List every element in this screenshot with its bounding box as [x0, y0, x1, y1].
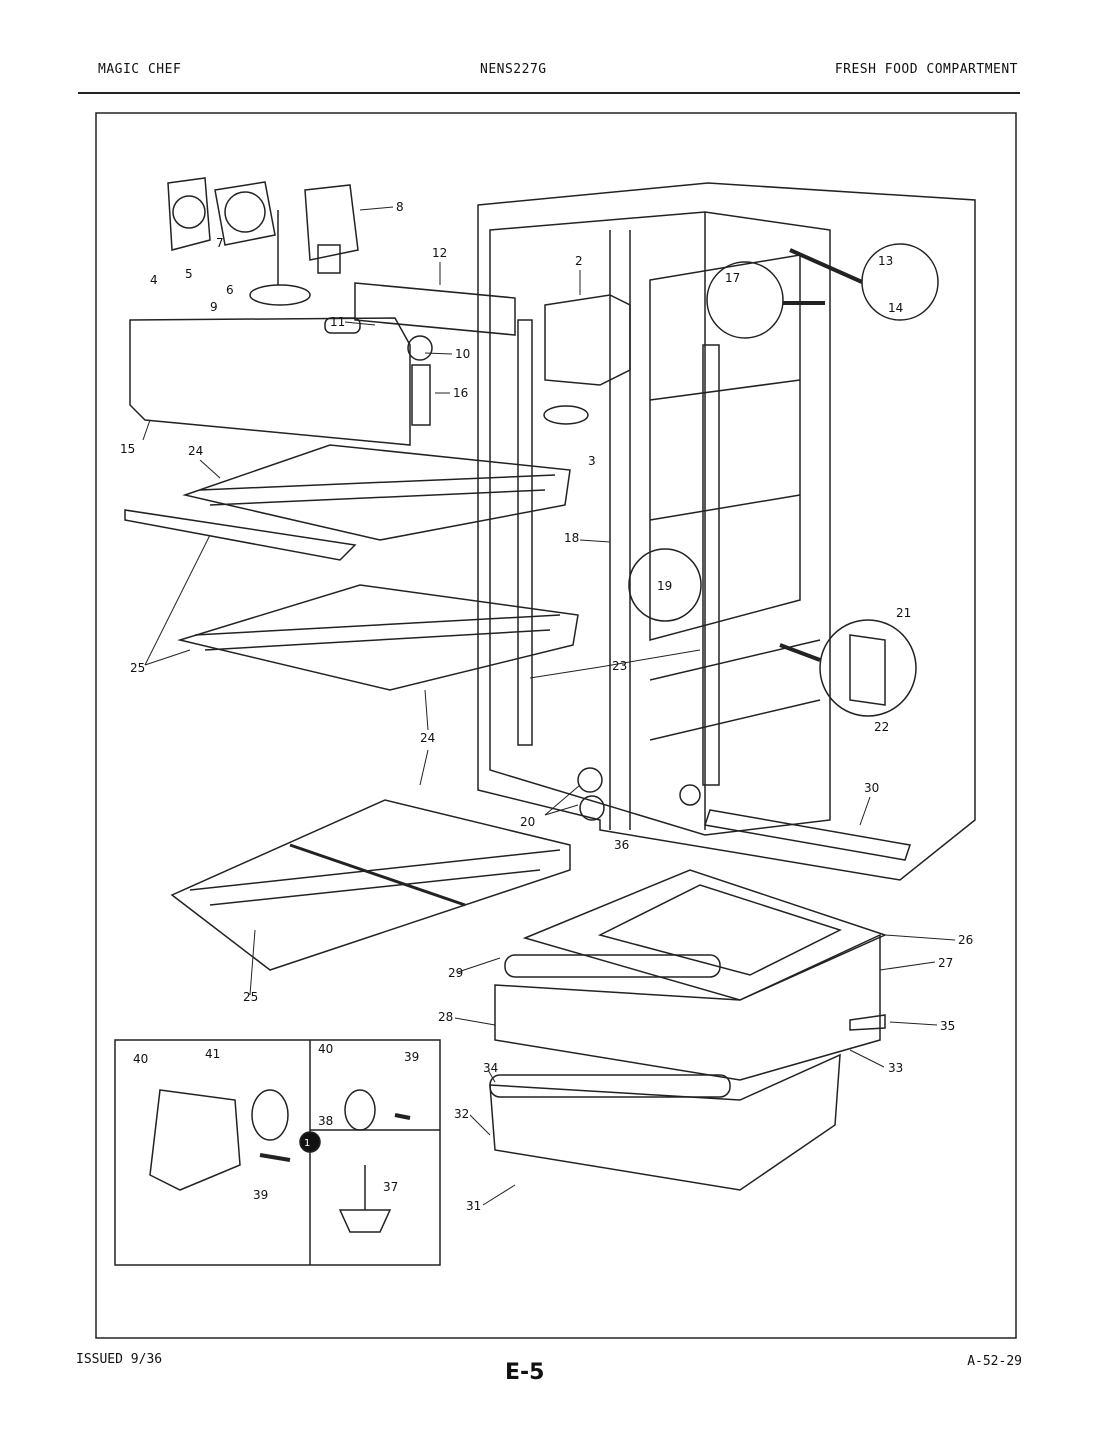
callout-33: 33	[888, 1061, 903, 1075]
callout-40-right: 40	[318, 1042, 333, 1056]
callout-16: 16	[453, 386, 468, 400]
callout-26: 26	[958, 933, 973, 947]
callout-17: 17	[725, 271, 740, 285]
callout-32: 32	[454, 1107, 469, 1121]
diagram-frame	[95, 112, 1017, 1339]
page-number: E-5	[505, 1360, 545, 1385]
callout-11: 11	[330, 315, 345, 329]
reference-code: A-52-29	[967, 1354, 1022, 1369]
callout-5: 5	[185, 267, 193, 281]
callout-19: 19	[657, 579, 672, 593]
callout-24-top: 24	[188, 444, 203, 458]
model-number: NENS227G	[480, 62, 547, 77]
callout-labels: 4 5 7 6 9 8 12 2 11 10 16 15 3 24 18 19 …	[120, 200, 973, 1213]
callout-25-lower: 25	[243, 990, 258, 1004]
callout-14: 14	[888, 301, 903, 315]
callout-39-right: 39	[404, 1050, 419, 1064]
callout-20: 20	[520, 815, 535, 829]
callout-41: 41	[205, 1047, 220, 1061]
control-assembly-drawing	[129, 177, 516, 446]
callout-39-left: 39	[253, 1188, 268, 1202]
callout-2: 2	[575, 254, 583, 268]
callout-6: 6	[226, 283, 234, 297]
callout-13: 13	[878, 254, 893, 268]
callout-25-upper: 25	[130, 661, 145, 675]
shelves-drawing	[124, 444, 579, 971]
callout-22: 22	[874, 720, 889, 734]
callout-21: 21	[896, 606, 911, 620]
callout-9: 9	[210, 300, 218, 314]
callout-4: 4	[150, 273, 158, 287]
cabinet-drawing	[477, 182, 976, 881]
callout-18: 18	[564, 531, 579, 545]
callout-1: 1	[304, 1138, 310, 1149]
leader-lines	[142, 206, 956, 1206]
callout-40-left: 40	[133, 1052, 148, 1066]
header-rule	[78, 92, 1020, 94]
callout-36: 36	[614, 838, 629, 852]
crisper-drawing	[489, 869, 888, 1191]
callout-28: 28	[438, 1010, 453, 1024]
callout-34: 34	[483, 1061, 498, 1075]
callout-12: 12	[432, 246, 447, 260]
callout-7: 7	[216, 236, 224, 250]
callout-24-mid: 24	[420, 731, 435, 745]
callout-10: 10	[455, 347, 470, 361]
issued-date: ISSUED 9/36	[76, 1352, 163, 1367]
callout-37: 37	[383, 1180, 398, 1194]
callout-35: 35	[940, 1019, 955, 1033]
callout-30: 30	[864, 781, 879, 795]
callout-3: 3	[588, 454, 596, 468]
callout-27: 27	[938, 956, 953, 970]
callout-31: 31	[466, 1199, 481, 1213]
inset-detail-drawing	[114, 1039, 441, 1266]
brand-label: MAGIC CHEF	[98, 62, 182, 77]
section-title: FRESH FOOD COMPARTMENT	[834, 62, 1018, 77]
callout-29: 29	[448, 966, 463, 980]
callout-38: 38	[318, 1114, 333, 1128]
callout-23: 23	[612, 659, 627, 673]
callout-8: 8	[396, 200, 404, 214]
callout-15: 15	[120, 442, 135, 456]
